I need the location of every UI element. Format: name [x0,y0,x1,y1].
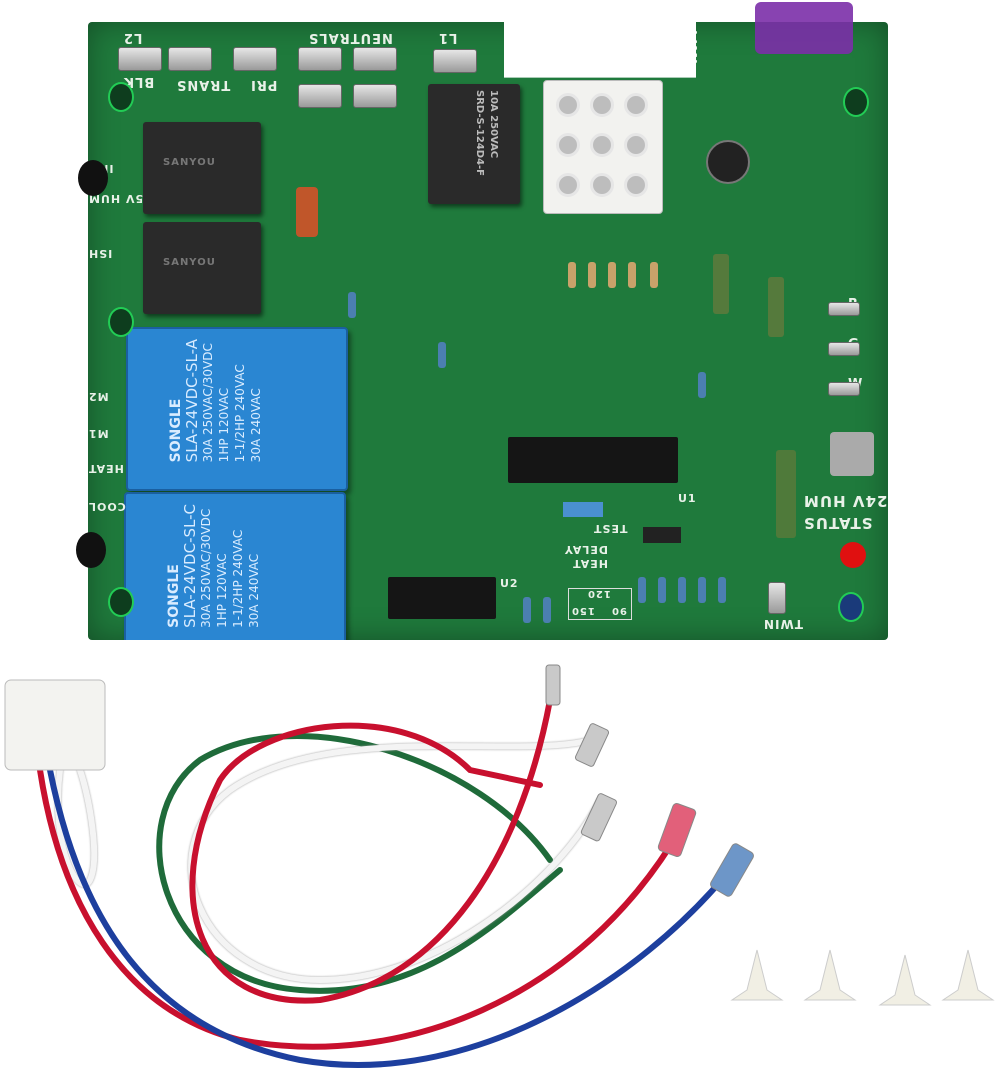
fuse [755,2,853,54]
film-capacitor [296,187,318,237]
terminal-neutral [298,84,342,108]
standoff-clip [878,954,932,1006]
mounting-hole [108,587,134,617]
mounting-hole [838,592,864,622]
hum-screw-terminal [830,432,874,476]
quick-connect-terminal [580,793,618,842]
relay-songle-c: SONGLE SLA-24VDC-SL-C 30A 250VAC/30VDC 1… [124,492,346,640]
relay-k4: SANYOU [143,222,261,314]
relay-k1: SANYOU [143,122,261,214]
resistor [348,292,356,318]
resistor [628,262,636,288]
power-resistor-r1 [776,450,796,538]
board-standoff [78,160,108,196]
terminal-w [828,382,860,396]
driver-chip-u2 [388,577,496,619]
standoff-clip [941,949,995,1001]
twin-terminal [768,582,786,614]
terminal-neutral [353,47,397,71]
mounting-hole [108,307,134,337]
mounting-hole [843,87,869,117]
signal-relay: 10A 250VAC SRD-S-124D4-F [428,84,520,204]
resistor [718,577,726,603]
terminal-g [828,342,860,356]
test-header [643,527,681,543]
resistor [638,577,646,603]
resistor [678,577,686,603]
relay-brand: SANYOU [163,157,216,168]
wire-white [188,737,603,984]
board-standoff [76,532,106,568]
harness-connector [4,679,106,771]
nine-pin-connector [543,80,663,214]
capacitor-c4 [563,502,603,517]
quick-connect-terminals [545,664,754,897]
resistor [658,577,666,603]
resistor [438,342,446,368]
resistor [650,262,658,288]
terminal-r [828,302,860,316]
quick-connect-terminal [574,723,610,767]
terminal-pri [233,47,277,71]
terminal-l1 [433,49,477,73]
resistor [608,262,616,288]
terminal-trans [168,47,212,71]
label-u2: U2 [500,577,519,590]
terminal-neutral [353,84,397,108]
resistor [543,597,551,623]
power-resistor [768,277,784,337]
microcontroller-u1 [508,437,678,483]
mounting-hole [108,82,134,112]
relay-songle-a: SONGLE SLA-24VDC-SL-A 30A 250VAC/30VDC 1… [126,327,348,491]
resistor [588,262,596,288]
wire-green-loop [156,733,563,994]
terminal-l2 [118,47,162,71]
quick-connect-terminal [657,803,697,857]
control-board: L2 BLK TRANS PRI NEUTRALS L1 N/U 90+I 90… [88,22,888,640]
terminal-neutral [298,47,342,71]
standoff-clips [730,949,995,1006]
quick-connect-terminal [545,664,561,706]
resistor [568,262,576,288]
wire-red-loop [189,697,553,1004]
power-resistor [713,254,729,314]
heat-delay-jumper[interactable]: 120 150 90 [568,588,632,620]
standoff-clip [803,949,857,1001]
wire-blue [47,767,733,1068]
label-u1: U1 [678,492,697,505]
wire-red [37,767,683,1050]
resistor [523,597,531,623]
electrolytic-capacitor [706,140,750,184]
wire-white-loop [55,767,98,888]
standoff-clip [730,949,784,1001]
quick-connect-terminal [710,843,754,897]
resistor [698,372,706,398]
status-led [840,542,866,568]
relay-brand: SANYOU [163,257,216,268]
resistor [698,577,706,603]
